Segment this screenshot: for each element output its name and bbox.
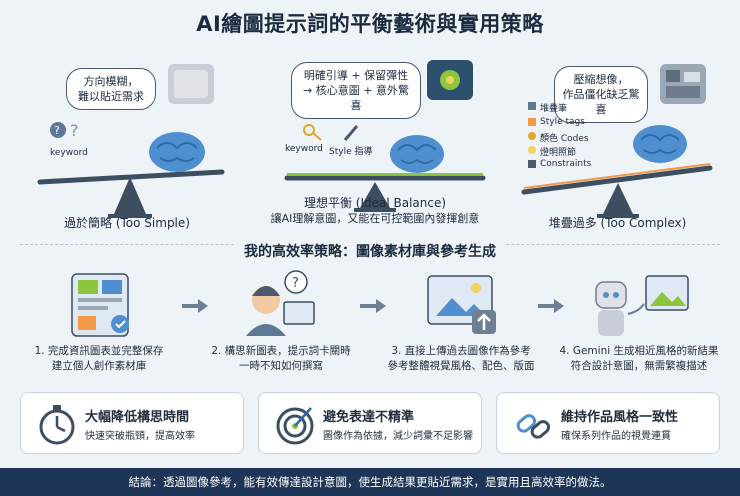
seesaw-simple-illustration: ? ?: [37, 64, 225, 218]
step-2-text: 2. 構思新圖表，提示詞卡關時 一時不知如何撰寫: [196, 344, 366, 374]
benefit-card-consistency: 維持作品風格一致性 確保系列作品的視覺連貫: [496, 392, 720, 454]
step-1-subtitle: 建立個人創作素材庫: [51, 360, 147, 372]
seesaw-balance-illustration: [284, 60, 486, 212]
caption-too-simple: 過於簡略 (Too Simple): [64, 216, 190, 230]
complex-item: Constraints: [540, 159, 592, 169]
step-4-title: 4. Gemini 生成相近風格的新結果: [559, 345, 719, 357]
step-4-subtitle: 符合設計意圖，無需繁複描述: [570, 360, 708, 372]
light-icon: [528, 146, 536, 154]
color-icon: [528, 132, 536, 140]
subcaption-ideal-balance: 讓AI理解意圖，又能在可控範圍內發揮創意: [270, 212, 480, 225]
step-3-subtitle: 參考整體視覺風格、配色、版面: [387, 360, 535, 372]
brain-icon: [633, 125, 687, 163]
stack-icon: [528, 102, 536, 110]
caption-ideal-balance: 理想平衡 (Ideal Balance): [303, 196, 447, 210]
step-3-title: 3. 直接上傳過去圖像作為參考: [391, 345, 531, 357]
step-2-subtitle: 一時不知如何撰寫: [239, 360, 323, 372]
tag-icon: [528, 118, 536, 126]
conclusion-footer: 結論：透過圖像參考，能有效傳達設計意圖，使生成結果更貼近需求，是實用且高效率的做…: [0, 468, 740, 496]
arrow-right-icon: [360, 299, 386, 313]
complex-item: 顏色 Codes: [540, 134, 589, 144]
benefit-title: 避免表達不精準: [323, 410, 415, 425]
benefit-subtitle: 快速突破瓶頸，提高效率: [85, 431, 195, 442]
step-2: ? 2. 構思新圖表，提示詞卡關時 一時不知如何撰寫: [196, 266, 366, 376]
caption-too-complex: 堆疊過多 (Too Complex): [548, 216, 687, 230]
keyword-label-balance: keyword: [285, 144, 323, 154]
robot-generate-icon: [595, 275, 689, 336]
page-title: AI繪圖提示詞的平衡藝術與實用策略: [196, 12, 544, 36]
step-2-title: 2. 構思新圖表，提示詞卡關時: [211, 345, 351, 357]
infographic-save-icon: [71, 273, 129, 337]
complex-item: Style tags: [540, 117, 585, 127]
target-icon: [276, 407, 314, 445]
brain-icon: [149, 132, 205, 172]
arrow-right-icon: [182, 299, 208, 313]
benefit-card-time: 大幅降低構思時間 快速突破瓶頸，提高效率: [20, 392, 244, 454]
step-1: 1. 完成資訊圖表並完整保存 建立個人創作素材庫: [14, 266, 184, 376]
chain-link-icon: [516, 414, 551, 439]
question-icon: [50, 122, 66, 138]
benefit-subtitle: 確保系列作品的視覺連貫: [561, 431, 671, 442]
keyword-label-simple: keyword: [50, 148, 88, 158]
seesaw-beam: [37, 169, 225, 185]
section-title-text: 我的高效率策略：圖像素材庫與參考生成: [234, 244, 506, 260]
section-title: 我的高效率策略：圖像素材庫與參考生成: [0, 241, 740, 261]
svg-text:?: ?: [70, 121, 79, 140]
step-4-text: 4. Gemini 生成相近風格的新結果 符合設計意圖，無需繁複描述: [554, 344, 724, 374]
complex-item: 燈明照節: [540, 148, 577, 158]
svg-text:?: ?: [292, 276, 299, 291]
brain-icon: [390, 135, 444, 173]
upload-image-icon: [427, 275, 496, 334]
step-4: 4. Gemini 生成相近風格的新結果 符合設計意圖，無需繁複描述: [554, 266, 724, 376]
constraint-icon: [528, 160, 536, 168]
seesaw-complex-illustration: [521, 64, 713, 218]
panel-too-complex: 壓縮想像， 作品僵化缺乏驚喜 堆疊筆 Style tags 顏色 Codes 燈…: [510, 44, 725, 234]
step-3-text: 3. 直接上傳過去圖像作為參考 參考整體視覺風格、配色、版面: [376, 344, 546, 374]
thought-bubble-simple: 方向模糊， 難以貼近需求: [66, 68, 156, 110]
style-label-balance: Style 指導: [329, 147, 373, 157]
thinking-person-icon: ?: [246, 270, 315, 336]
svg-text:?: ?: [54, 124, 60, 137]
benefit-title: 大幅降低構思時間: [85, 410, 190, 425]
panel-ideal-balance: 明確引導 + 保留彈性 → 核心意圖 + 意外驚喜 keyword Style …: [255, 44, 495, 234]
panel-too-simple: 方向模糊， 難以貼近需求 ? ? keyword 過於簡略 (Too Simpl…: [22, 44, 232, 234]
step-1-text: 1. 完成資訊圖表並完整保存 建立個人創作素材庫: [14, 344, 184, 374]
benefit-title: 維持作品風格一致性: [561, 410, 679, 425]
thought-bubble-complex: 壓縮想像， 作品僵化缺乏驚喜: [554, 66, 648, 123]
stopwatch-icon: [39, 405, 75, 445]
thought-bubble-balance: 明確引導 + 保留彈性 → 核心意圖 + 意外驚喜: [291, 62, 421, 119]
step-3: 3. 直接上傳過去圖像作為參考 參考整體視覺風格、配色、版面: [376, 266, 546, 376]
benefit-subtitle: 圖像作為依據，減少詞彙不足影響: [323, 431, 473, 442]
benefit-card-precision: 避免表達不精準 圖像作為依據，減少詞彙不足影響: [258, 392, 482, 454]
seesaw-beam: [521, 165, 713, 195]
pencil-icon: [343, 125, 359, 141]
complex-item: 堆疊筆: [540, 104, 568, 114]
step-1-title: 1. 完成資訊圖表並完整保存: [34, 345, 164, 357]
arrow-right-icon: [538, 299, 564, 313]
key-icon: [303, 124, 315, 136]
